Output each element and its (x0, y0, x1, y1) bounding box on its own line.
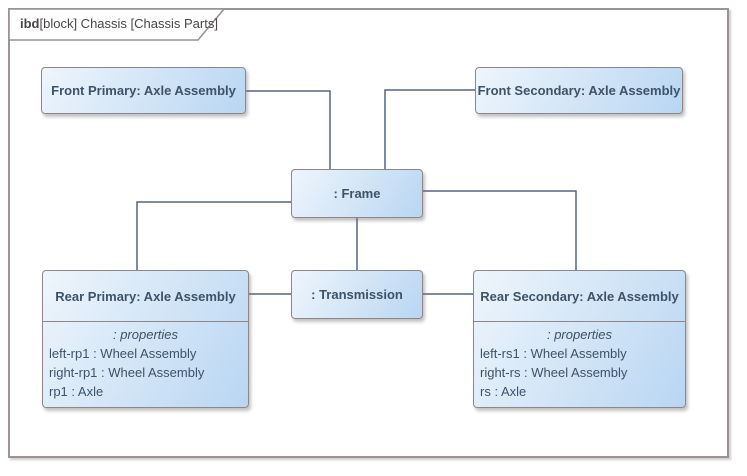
block-label: : Transmission (311, 287, 403, 302)
property-item: left-rp1 : Wheel Assembly (49, 346, 197, 361)
block-front-secondary-axle-assembly[interactable]: Front Secondary: Axle Assembly (475, 67, 683, 114)
connector-front-secondary-frame[interactable] (384, 89, 475, 170)
block-transmission[interactable]: : Transmission (291, 270, 423, 319)
block-label: : Frame (333, 186, 381, 201)
block-label: Front Secondary: Axle Assembly (477, 83, 681, 98)
compartment-title: : properties (112, 327, 179, 342)
block-rear-secondary-axle-assembly[interactable]: Rear Secondary: Axle Assembly : properti… (473, 270, 686, 408)
property-item: right-rp1 : Wheel Assembly (49, 365, 205, 380)
block-front-primary-axle-assembly[interactable]: Front Primary: Axle Assembly (41, 67, 246, 114)
diagram-kind-keyword: ibd (20, 16, 40, 31)
diagram-title: ibd[block] Chassis [Chassis Parts] (20, 16, 218, 31)
block-rear-primary-axle-assembly[interactable]: Rear Primary: Axle Assembly : properties… (42, 270, 249, 408)
properties-compartment: : properties left-rs1 : Wheel Assembly r… (474, 321, 685, 401)
diagram-title-text: [block] Chassis [Chassis Parts] (39, 16, 218, 31)
diagram-frame-tab (8, 8, 226, 41)
property-item: right-rs : Wheel Assembly (480, 365, 628, 380)
connector-front-primary-frame[interactable] (246, 90, 331, 170)
block-label: Rear Primary: Axle Assembly (55, 288, 236, 304)
connector-frame-rear-primary[interactable] (136, 201, 291, 271)
block-frame[interactable]: : Frame (291, 169, 423, 218)
tab-pentagon (8, 8, 226, 41)
block-label: Front Primary: Axle Assembly (51, 83, 236, 98)
property-item: rp1 : Axle (49, 384, 104, 399)
property-item: left-rs1 : Wheel Assembly (480, 346, 627, 361)
block-label: Rear Secondary: Axle Assembly (480, 288, 679, 304)
compartment-title: : properties (546, 327, 613, 342)
connector-frame-rear-secondary[interactable] (423, 190, 577, 271)
properties-compartment: : properties left-rp1 : Wheel Assembly r… (43, 321, 248, 401)
property-item: rs : Axle (480, 384, 527, 399)
